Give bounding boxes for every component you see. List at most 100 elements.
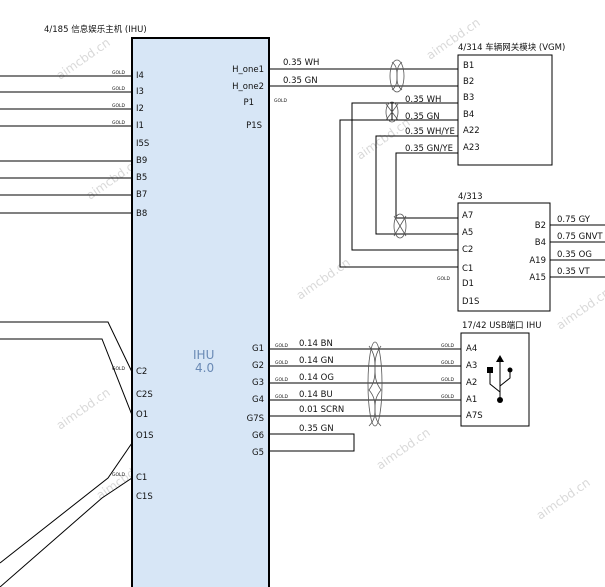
wire-label: 0.35 WH <box>405 95 441 105</box>
gold-marker: GOLD <box>275 360 289 366</box>
usb-port-module: 17/42 USB端口 IHU A4 A3 A2 A1 A7S <box>460 320 541 427</box>
usb-icon <box>487 355 513 403</box>
ihu-pin: I2 <box>136 104 144 114</box>
watermark: aimcbd.cn <box>54 35 113 82</box>
ihu-title: 4/185 信息娱乐主机 (IHU) <box>44 24 147 35</box>
ihu-pin: H_one1 <box>232 65 264 75</box>
ihu-pin: I4 <box>136 71 144 81</box>
watermark: aimcbd.cn <box>374 425 433 472</box>
watermark: aimcbd.cn <box>54 385 113 432</box>
module-313-pin: B2 <box>535 221 546 231</box>
gold-marker: GOLD <box>441 343 455 349</box>
usb-wires: 0.14 BN 0.14 GN 0.14 OG 0.14 BU 0.01 SCR… <box>269 339 461 452</box>
gold-marker: GOLD <box>274 98 288 104</box>
ihu-module: 4/185 信息娱乐主机 (IHU) IHU 4.0 I4 I3 I2 I1 I… <box>44 24 270 587</box>
module-313-out-wires: 0.75 GY 0.75 GNVT 0.35 OG 0.35 VT <box>550 215 605 278</box>
module-313: 4/313 A7 A5 C2 C1 D1 D1S B2 B4 A19 A15 G… <box>437 192 551 312</box>
gold-marker: GOLD <box>112 86 126 92</box>
wire-label: 0.35 GN <box>299 424 334 434</box>
wire-label: 0.14 GN <box>299 356 334 366</box>
ihu-pin: I1 <box>136 121 144 131</box>
vgm-pin: B4 <box>463 110 474 120</box>
ihu-pin: G2 <box>252 361 264 371</box>
ihu-pin: G4 <box>252 395 264 405</box>
gold-marker: GOLD <box>275 377 289 383</box>
ihu-pin: G3 <box>252 378 264 388</box>
ihu-pin: I3 <box>136 87 144 97</box>
usb-pin: A4 <box>466 344 477 354</box>
vgm-pin: B1 <box>463 61 474 71</box>
wire-label: 0.35 GN <box>283 76 318 86</box>
gold-marker: GOLD <box>112 70 126 76</box>
usb-pin: A2 <box>466 378 477 388</box>
module-313-pin: A5 <box>462 228 473 238</box>
ihu-pin: C2S <box>136 390 153 400</box>
wire-label: 0.75 GY <box>557 215 591 225</box>
vgm-pin: A23 <box>463 143 480 153</box>
ihu-pin: G6 <box>252 431 264 441</box>
module-313-pin: C2 <box>462 245 473 255</box>
module-313-pin: B4 <box>535 238 546 248</box>
ihu-pin: C2 <box>136 367 147 377</box>
module-313-pin: A7 <box>462 211 473 221</box>
ihu-pin: B9 <box>136 156 147 166</box>
watermark: aimcbd.cn <box>294 255 353 302</box>
vgm-pin: B3 <box>463 93 474 103</box>
can-wires: 0.35 WH 0.35 GN GOLD <box>269 58 458 104</box>
wire-label: 0.14 BU <box>299 390 333 400</box>
wire-label: 0.01 SCRN <box>299 405 344 415</box>
gold-marker: GOLD <box>441 394 455 400</box>
gold-marker: GOLD <box>112 366 126 372</box>
watermark: aimcbd.cn <box>554 285 605 332</box>
ihu-pin: B7 <box>136 190 147 200</box>
usb-title: 17/42 USB端口 IHU <box>462 320 541 331</box>
ihu-pin: G5 <box>252 448 264 458</box>
vgm-body <box>457 54 553 166</box>
module-313-pin: A19 <box>529 256 546 266</box>
wire-label: 0.35 WH <box>283 58 319 68</box>
wire-label: 0.35 GN <box>405 112 440 122</box>
ihu-pin: B8 <box>136 209 147 219</box>
ihu-center-sub: 4.0 <box>195 361 214 375</box>
ihu-pin: G7S <box>247 414 264 424</box>
module-313-pin: C1 <box>462 264 473 274</box>
watermark: aimcbd.cn <box>534 475 593 522</box>
wire-label: 0.35 GN/YE <box>405 144 453 154</box>
gold-marker: GOLD <box>112 472 126 478</box>
gold-marker: GOLD <box>112 120 126 126</box>
wire-label: 0.35 WH/YE <box>405 127 455 137</box>
gold-marker: GOLD <box>275 394 289 400</box>
ihu-body <box>131 37 270 587</box>
vgm-pin: B2 <box>463 77 474 87</box>
wire-label: 0.14 BN <box>299 339 333 349</box>
ihu-pin: P1 <box>243 98 254 108</box>
usb-body <box>460 332 530 427</box>
ihu-pin: C1S <box>136 492 153 502</box>
usb-pin: A1 <box>466 395 477 405</box>
ihu-pin: C1 <box>136 473 147 483</box>
module-313-pin: D1S <box>462 297 479 307</box>
vgm-pin: A22 <box>463 126 480 136</box>
gold-marker: GOLD <box>275 343 289 349</box>
ihu-pin: O1S <box>136 431 154 441</box>
ihu-pin: G1 <box>252 344 264 354</box>
watermark: aimcbd.cn <box>354 115 413 162</box>
gold-marker: GOLD <box>441 377 455 383</box>
module-313-title: 4/313 <box>458 192 483 202</box>
usb-pin: A7S <box>466 411 483 421</box>
module-313-body <box>457 202 551 312</box>
module-313-pin: A15 <box>529 273 546 283</box>
ihu-center-label: IHU <box>193 348 214 362</box>
gold-marker: GOLD <box>441 360 455 366</box>
wire-label: 0.75 GNVT <box>557 232 603 242</box>
gold-marker: GOLD <box>112 103 126 109</box>
ihu-pin: H_one2 <box>232 82 264 92</box>
wire-label: 0.35 OG <box>557 250 592 260</box>
gold-marker: GOLD <box>437 276 451 282</box>
usb-pin: A3 <box>466 361 477 371</box>
module-313-pin: D1 <box>462 279 474 289</box>
ihu-pin: B5 <box>136 173 147 183</box>
ihu-pin: P1S <box>246 121 262 131</box>
ihu-pin: I5S <box>136 139 149 149</box>
